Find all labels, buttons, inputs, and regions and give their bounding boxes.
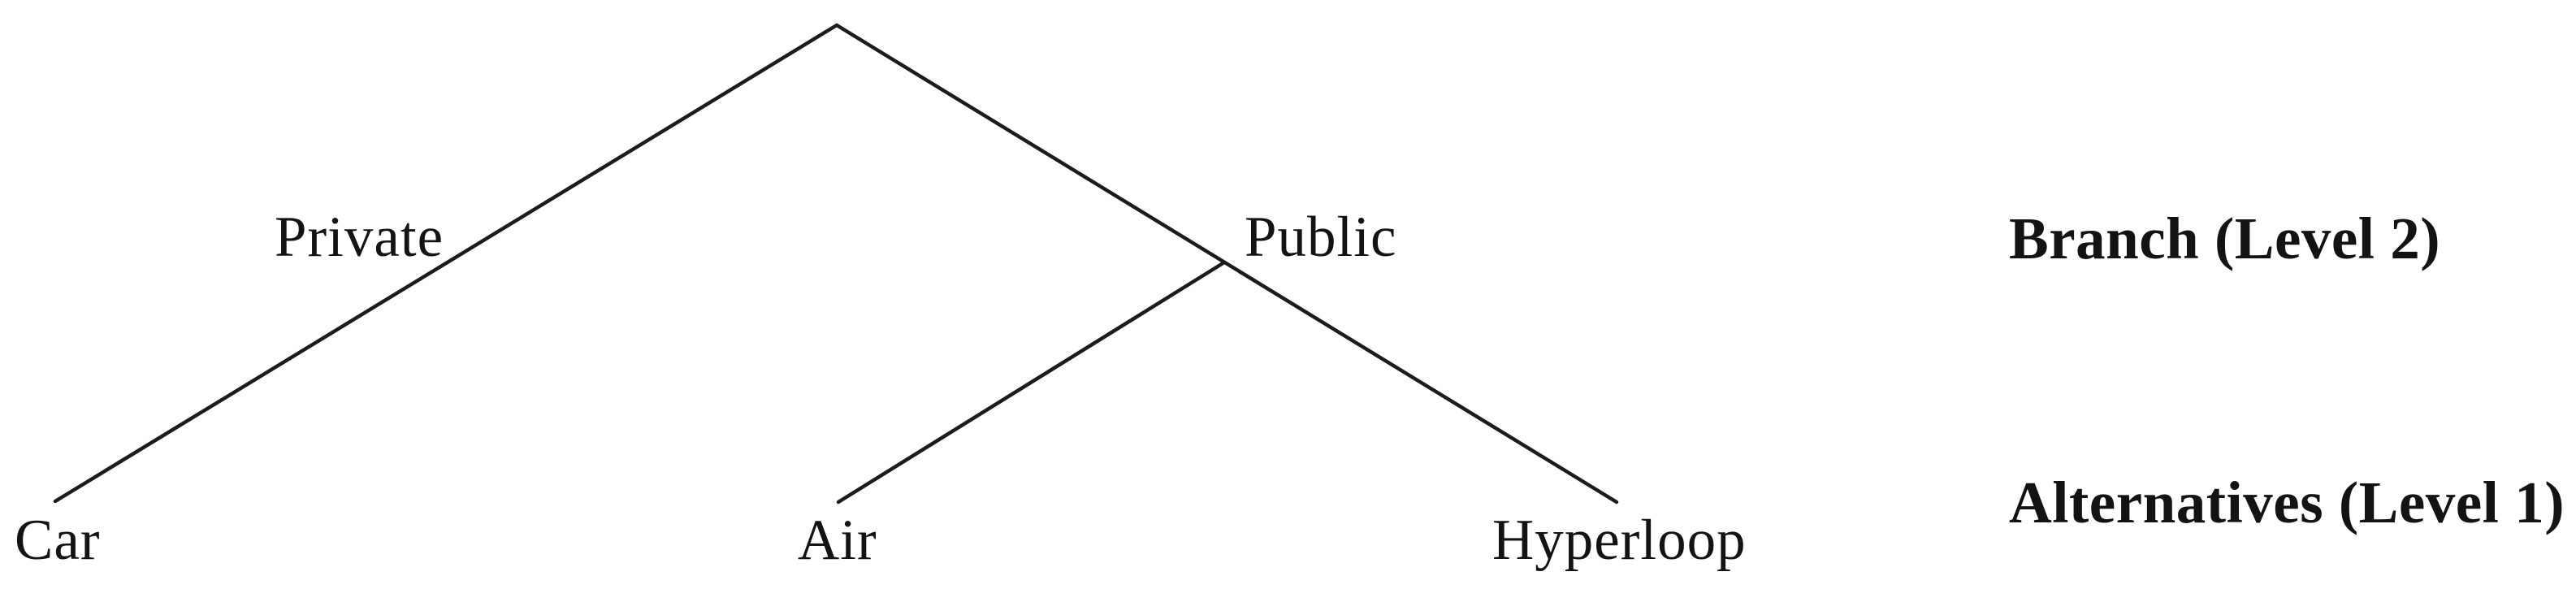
edge-root-car (53, 23, 839, 504)
edge-public-air (836, 260, 1227, 505)
legend-alternatives-level-1: Alternatives (Level 1) (2009, 470, 2565, 535)
alternative-label-air: Air (798, 509, 877, 572)
edge-root-hyperloop (834, 23, 1619, 505)
legend-branch-level-2: Branch (Level 2) (2009, 206, 2441, 271)
alternative-label-hyperloop: Hyperloop (1492, 509, 1747, 572)
branch-label-public: Public (1245, 206, 1397, 269)
branch-label-private: Private (275, 206, 444, 269)
alternative-label-car: Car (15, 509, 101, 572)
